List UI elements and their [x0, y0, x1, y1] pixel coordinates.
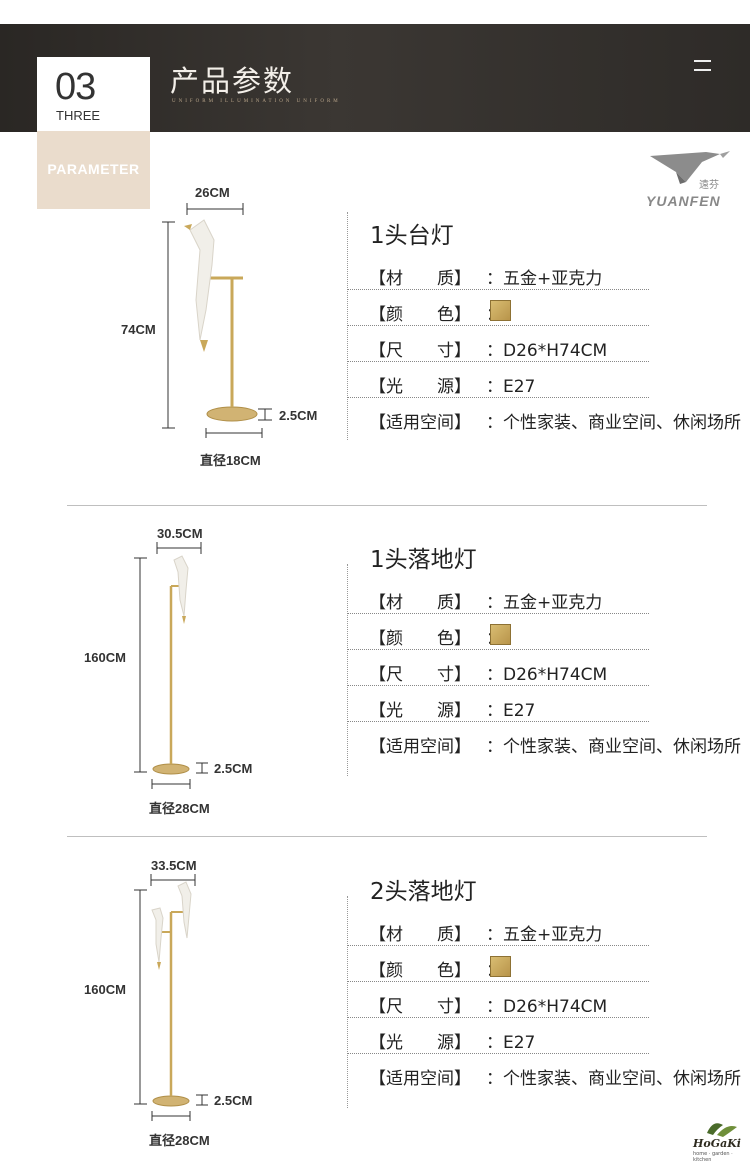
section-number: 03	[55, 66, 96, 108]
spec-divider	[347, 564, 348, 776]
brand-logo-en: YUANFEN	[646, 193, 721, 209]
spec-label: 【材 质】	[369, 593, 471, 613]
hogaki-logo-text: HoGaKi	[693, 1137, 741, 1150]
spec-label: 【颜 色】	[369, 629, 471, 649]
product-title: 1头台灯	[370, 223, 454, 249]
spec-value: ：E27	[486, 1033, 536, 1053]
parameter-label: PARAMETER	[47, 161, 140, 177]
row-divider	[347, 289, 649, 290]
parameter-box: PARAMETER	[37, 131, 150, 209]
spec-label: 【光 源】	[369, 701, 471, 721]
table-lamp-illustration	[162, 203, 272, 438]
spec-row-space: 【适用空间】 ：个性家装、商业空间、休闲场所	[369, 402, 741, 434]
brand-logo-cn: 遠芬	[699, 180, 719, 191]
spec-row-light: 【光 源】 ：E27	[347, 366, 649, 398]
spec-label: 【材 质】	[369, 925, 471, 945]
page-title: 产品参数	[170, 64, 295, 98]
dim-diameter: 直径28CM	[149, 1133, 210, 1148]
dim-height: 160CM	[84, 650, 126, 665]
row-divider	[347, 649, 649, 650]
dim-height: 74CM	[121, 322, 156, 337]
hogaki-logo-sub: home · garden · kitchen	[693, 1151, 733, 1163]
spec-value: ：个性家装、商业空间、休闲场所	[486, 737, 741, 757]
spec-label: 【适用空间】	[369, 413, 471, 433]
spec-row-size: 【尺 寸】 ：D26*H74CM	[347, 330, 649, 362]
color-swatch	[490, 300, 511, 321]
dim-base-height: 2.5CM	[279, 408, 318, 423]
spec-divider	[347, 896, 348, 1108]
spec-row-size: 【尺 寸】 ：D26*H74CM	[347, 654, 649, 686]
floor-lamp-illustration	[134, 542, 208, 789]
product-title: 1头落地灯	[370, 547, 477, 573]
row-divider	[347, 1053, 649, 1054]
spec-row-color: 【颜 色】 ：	[347, 294, 649, 326]
spec-divider	[347, 212, 348, 440]
spec-label: 【适用空间】	[369, 737, 471, 757]
row-divider	[347, 361, 649, 362]
dim-diameter: 直径28CM	[149, 801, 210, 816]
menu-icon[interactable]	[694, 60, 711, 72]
dim-width: 26CM	[195, 185, 230, 200]
spec-value: ：个性家装、商业空间、休闲场所	[486, 1069, 741, 1089]
product-title: 2头落地灯	[370, 879, 477, 905]
spec-label: 【尺 寸】	[369, 997, 471, 1017]
spec-value: ：五金+亚克力	[486, 925, 603, 945]
spec-row-space: 【适用空间】 ：个性家装、商业空间、休闲场所	[369, 1058, 741, 1090]
row-divider	[347, 397, 649, 398]
section-number-box: 03 THREE	[37, 57, 150, 131]
brand-logo-icon	[650, 151, 730, 184]
spec-label: 【颜 色】	[369, 305, 471, 325]
spec-label: 【颜 色】	[369, 961, 471, 981]
spec-label: 【尺 寸】	[369, 665, 471, 685]
double-floor-lamp-illustration	[134, 874, 208, 1121]
color-swatch	[490, 624, 511, 645]
spec-row-light: 【光 源】 ：E27	[347, 1022, 649, 1054]
section-divider	[67, 836, 707, 837]
spec-row-color: 【颜 色】 ：	[347, 618, 649, 650]
dim-width: 30.5CM	[157, 526, 203, 541]
spec-value: ：个性家装、商业空间、休闲场所	[486, 413, 741, 433]
spec-value: ：D26*H74CM	[486, 997, 608, 1017]
row-divider	[347, 685, 649, 686]
row-divider	[347, 1017, 649, 1018]
spec-row-color: 【颜 色】 ：	[347, 950, 649, 982]
dim-width: 33.5CM	[151, 858, 197, 873]
spec-label: 【材 质】	[369, 269, 471, 289]
hogaki-logo-icon	[707, 1123, 737, 1137]
spec-value: ：E27	[486, 377, 536, 397]
dim-diameter: 直径18CM	[200, 453, 261, 468]
row-divider	[347, 721, 649, 722]
spec-row-light: 【光 源】 ：E27	[347, 690, 649, 722]
spec-row-material: 【材 质】 ：五金+亚克力	[347, 258, 649, 290]
dim-height: 160CM	[84, 982, 126, 997]
section-number-sub: THREE	[56, 108, 101, 123]
row-divider	[347, 613, 649, 614]
page-subtitle: UNIFORM ILLUMINATION UNIFORM	[172, 99, 341, 104]
spec-label: 【光 源】	[369, 377, 471, 397]
color-swatch	[490, 956, 511, 977]
row-divider	[347, 981, 649, 982]
spec-row-space: 【适用空间】 ：个性家装、商业空间、休闲场所	[369, 726, 741, 758]
spec-value: ：E27	[486, 701, 536, 721]
dim-base-height: 2.5CM	[214, 1093, 253, 1108]
dim-base-height: 2.5CM	[214, 761, 253, 776]
spec-value: ：D26*H74CM	[486, 665, 608, 685]
spec-value: ：五金+亚克力	[486, 593, 603, 613]
spec-label: 【光 源】	[369, 1033, 471, 1053]
section-divider	[67, 505, 707, 506]
spec-value: ：D26*H74CM	[486, 341, 608, 361]
spec-value: ：五金+亚克力	[486, 269, 603, 289]
spec-row-size: 【尺 寸】 ：D26*H74CM	[347, 986, 649, 1018]
spec-row-material: 【材 质】 ：五金+亚克力	[347, 582, 649, 614]
spec-row-material: 【材 质】 ：五金+亚克力	[347, 914, 649, 946]
row-divider	[347, 945, 649, 946]
row-divider	[347, 325, 649, 326]
spec-label: 【尺 寸】	[369, 341, 471, 361]
spec-label: 【适用空间】	[369, 1069, 471, 1089]
